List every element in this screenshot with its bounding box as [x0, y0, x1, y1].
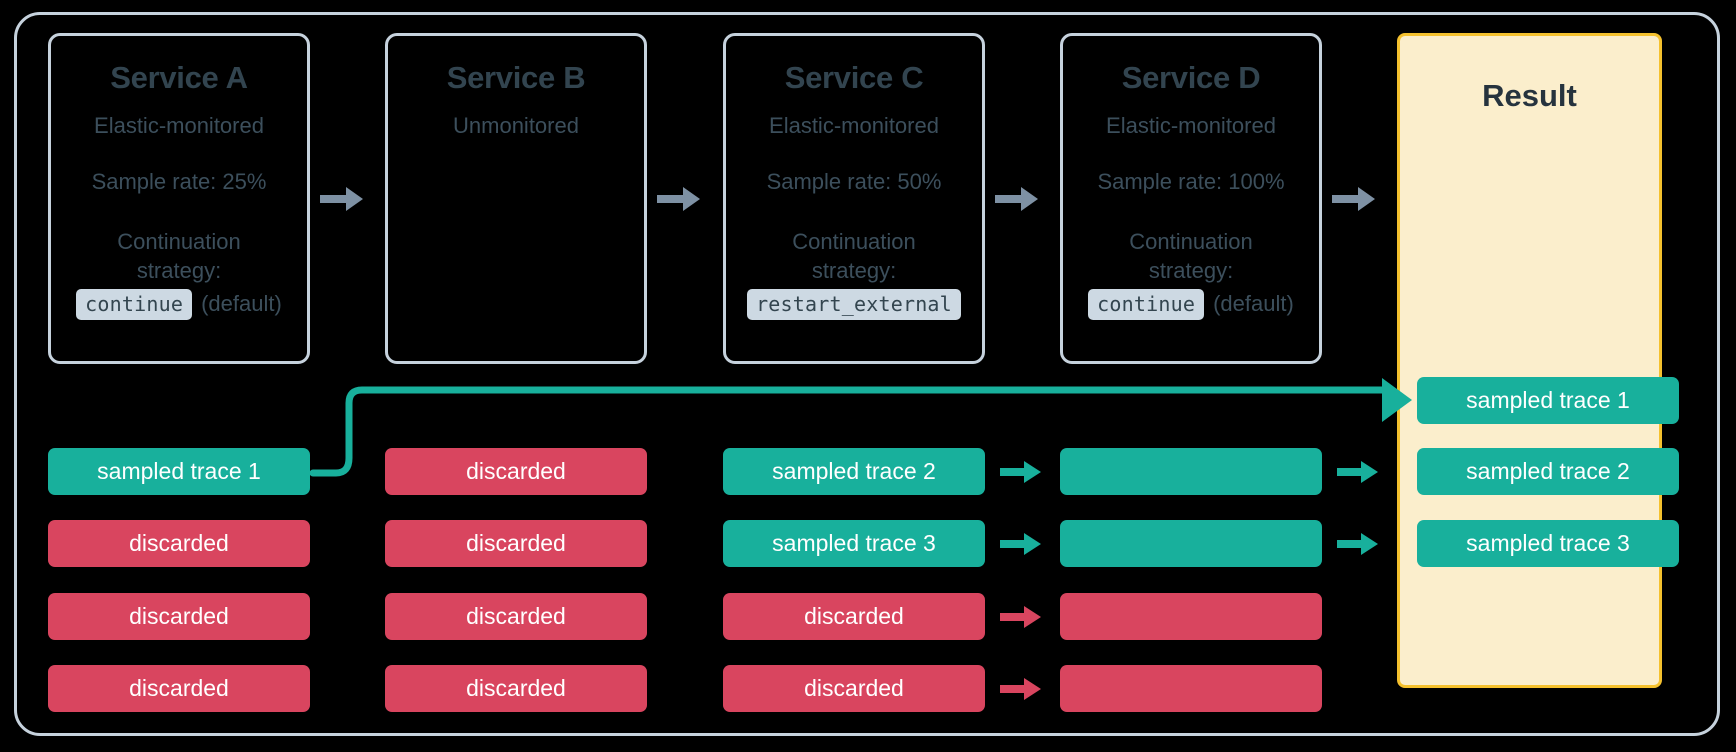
- service-sample-rate: Sample rate: 100%: [1097, 169, 1285, 195]
- service-card-d: Service D Elastic-monitored Sample rate:…: [1060, 33, 1322, 364]
- trace-box: sampled trace 2: [723, 448, 985, 495]
- right-arrow-icon: [320, 186, 364, 212]
- trace-box: [1060, 448, 1322, 495]
- service-title: Service C: [784, 60, 924, 95]
- strategy-default-note: (default): [201, 291, 282, 317]
- right-arrow-icon: [657, 186, 701, 212]
- right-arrow-icon: [1337, 461, 1379, 483]
- trace-box: discarded: [48, 520, 310, 567]
- right-arrow-icon: [1000, 461, 1042, 483]
- right-arrow-icon: [995, 186, 1039, 212]
- service-strategy-value-row: continue (default): [51, 288, 307, 320]
- service-card-c: Service C Elastic-monitored Sample rate:…: [723, 33, 985, 364]
- trace-box: sampled trace 1: [48, 448, 310, 495]
- trace-box: discarded: [723, 593, 985, 640]
- right-arrow-icon: [1332, 186, 1376, 212]
- service-card-a: Service A Elastic-monitored Sample rate:…: [48, 33, 310, 364]
- strategy-default-note: (default): [1213, 291, 1294, 317]
- right-arrow-icon: [1000, 678, 1042, 700]
- service-title: Service D: [1121, 60, 1261, 95]
- service-strategy-value-row: continue (default): [1063, 288, 1319, 320]
- service-strategy-value-row: restart_external: [726, 288, 982, 320]
- service-strategy-label-line1: Continuation: [1129, 228, 1253, 254]
- strategy-code-badge: continue: [76, 288, 193, 320]
- service-card-b: Service B Unmonitored: [385, 33, 647, 364]
- result-trace-box: sampled trace 1: [1417, 377, 1679, 424]
- trace-box: discarded: [48, 665, 310, 712]
- right-arrow-icon: [1337, 533, 1379, 555]
- trace-box: discarded: [723, 665, 985, 712]
- service-strategy-label-line2: strategy:: [811, 257, 897, 283]
- right-arrow-icon: [1000, 606, 1042, 628]
- trace-box: discarded: [385, 520, 647, 567]
- service-strategy-label-line2: strategy:: [136, 257, 222, 283]
- service-strategy-label-line2: strategy:: [1148, 257, 1234, 283]
- service-sample-rate: Sample rate: 50%: [766, 169, 942, 195]
- trace-box: [1060, 593, 1322, 640]
- trace-box: [1060, 520, 1322, 567]
- service-title: Service A: [110, 60, 248, 95]
- trace-box: discarded: [385, 665, 647, 712]
- trace-box: discarded: [48, 593, 310, 640]
- result-panel: Result: [1397, 33, 1662, 688]
- strategy-code-badge: restart_external: [747, 288, 961, 320]
- service-strategy-label-line1: Continuation: [792, 228, 916, 254]
- result-title: Result: [1482, 78, 1577, 113]
- service-strategy-label-line1: Continuation: [117, 228, 241, 254]
- trace-box: discarded: [385, 593, 647, 640]
- service-monitoring-status: Elastic-monitored: [1106, 112, 1276, 138]
- service-sample-rate: Sample rate: 25%: [91, 169, 267, 195]
- right-arrow-icon: [1000, 533, 1042, 555]
- result-trace-box: sampled trace 3: [1417, 520, 1679, 567]
- strategy-code-badge: continue: [1088, 288, 1205, 320]
- trace-box: [1060, 665, 1322, 712]
- service-monitoring-status: Unmonitored: [453, 112, 579, 138]
- trace-box: discarded: [385, 448, 647, 495]
- service-title: Service B: [446, 60, 586, 95]
- result-trace-box: sampled trace 2: [1417, 448, 1679, 495]
- service-monitoring-status: Elastic-monitored: [769, 112, 939, 138]
- trace-box: sampled trace 3: [723, 520, 985, 567]
- service-monitoring-status: Elastic-monitored: [94, 112, 264, 138]
